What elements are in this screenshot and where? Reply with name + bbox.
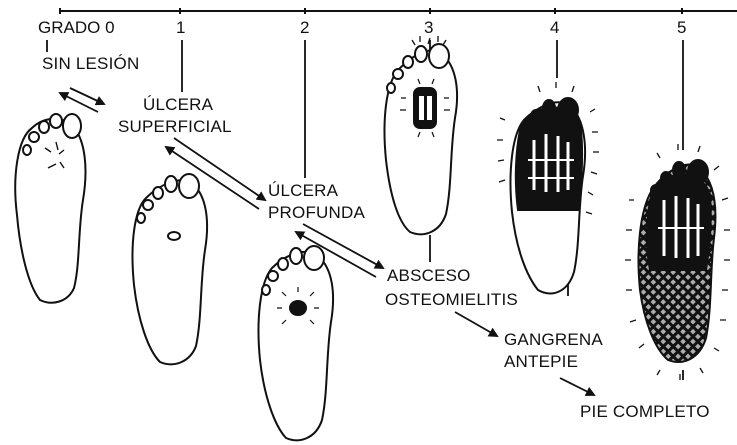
foot-grade-5-illustration xyxy=(625,144,730,380)
grade-0-label: SIN LESIÓN xyxy=(42,54,139,73)
grade-2-label-line-2: PROFUNDA xyxy=(268,203,365,222)
grade-4-number: 4 xyxy=(550,18,559,37)
grade-0-digit: 0 xyxy=(105,18,114,37)
grade-1-number: 1 xyxy=(176,18,185,37)
foot-grade-4-illustration xyxy=(497,82,599,293)
grade-3-number: 3 xyxy=(424,18,433,37)
grade-2-number: 2 xyxy=(300,18,309,37)
grade-3-label-line-1: ABSCESO xyxy=(387,266,471,285)
grade-1-label-line-1: ÚLCERA xyxy=(143,95,213,114)
foot-grade-3-illustration xyxy=(385,36,458,234)
foot-grade-2-illustration xyxy=(259,246,334,440)
grade-axis xyxy=(60,8,737,14)
grade-5-number: 5 xyxy=(677,18,686,37)
grade-prefix: GRADO xyxy=(38,18,100,37)
grade-2-label-line-1: ÚLCERA xyxy=(268,181,338,200)
foot-grade-1-illustration xyxy=(133,174,208,364)
grade-5-label: PIE COMPLETO xyxy=(580,402,710,421)
grade-3-label-line-2: OSTEOMIELITIS xyxy=(385,290,518,309)
grade-0-number: GRADO 0 xyxy=(38,18,115,37)
grade-4-label-line-2: ANTEPIE xyxy=(504,352,578,371)
grade-4-label-line-1: GANGRENA xyxy=(504,330,603,349)
grade-1-label-line-2: SUPERFICIAL xyxy=(118,117,232,136)
foot-grade-0-illustration xyxy=(15,114,85,303)
